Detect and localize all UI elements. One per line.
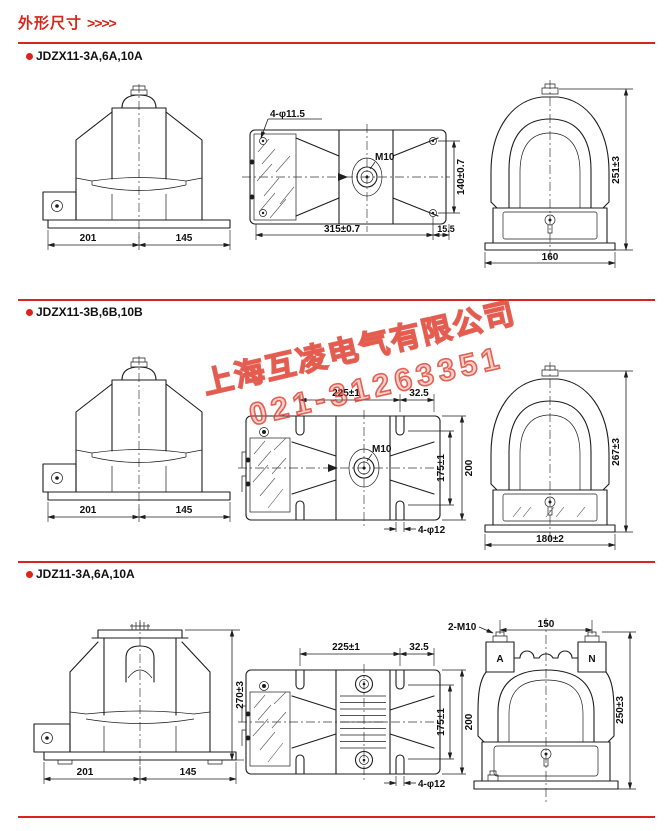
- s2-dim-side-width: 180±2: [536, 534, 564, 545]
- s1-dim-side-width: 160: [542, 252, 559, 263]
- s1-side-view-drawing: 251±3 160: [484, 80, 633, 268]
- s1-dim-edge-offset: 15.5: [437, 224, 455, 234]
- s1-dim-stud: M10: [375, 152, 395, 163]
- s1-dim-width: 315±0.7: [324, 224, 361, 235]
- s1-front-view-drawing: 201 145: [42, 84, 231, 250]
- section-divider: [18, 299, 655, 301]
- page-title: 外形尺寸: [18, 15, 83, 32]
- s2-dim-height: 200: [464, 459, 475, 476]
- header-arrows-icon: >>>>: [87, 15, 117, 31]
- s2-dim-side-height: 267±3: [611, 438, 622, 466]
- page-header: 外形尺寸>>>>: [18, 12, 117, 33]
- s2-dim-slot-offset: 32.5: [409, 388, 429, 399]
- s1-dim-base-right: 145: [176, 233, 193, 244]
- s1-dim-corner-holes: 4-φ11.5: [270, 109, 305, 120]
- s2-side-view-drawing: 267±3 180±2: [484, 362, 633, 550]
- s2-dim-inner-height: 175±1: [436, 454, 447, 482]
- s3-terminal-a-label: A: [496, 654, 503, 665]
- section-1-title: JDZX11-3A,6A,10A: [26, 49, 143, 63]
- s3-dim-height: 200: [464, 713, 475, 730]
- s2-front-view-drawing: 201 145: [42, 356, 231, 522]
- s3-dim-slot-span: 225±1: [332, 642, 360, 653]
- s3-front-view-drawing: 270±3 201 145: [33, 620, 246, 784]
- s3-dim-bolt-span: 150: [538, 619, 555, 630]
- s3-dim-front-height: 270±3: [235, 681, 246, 709]
- header-divider: [18, 42, 655, 44]
- s3-dim-slot-offset: 32.5: [409, 642, 429, 653]
- s2-dim-base-left: 201: [80, 505, 97, 516]
- s1-dim-side-height: 251±3: [611, 156, 622, 184]
- section-3-title: JDZ11-3A,6A,10A: [26, 567, 135, 581]
- s2-top-view-drawing: M10 225±1 32.5 175±1 200 4-φ12: [238, 388, 475, 536]
- section-divider: [18, 561, 655, 563]
- s3-dim-side-height: 250±3: [615, 696, 626, 724]
- flow-arrow-icon: [328, 464, 338, 472]
- s3-dim-bolt-label: 2-M10: [448, 622, 477, 633]
- s3-top-view-drawing: 225±1 32.5 175±1 200 4-φ12: [238, 642, 475, 790]
- bullet-icon: [26, 571, 33, 579]
- s2-dim-stud: M10: [372, 444, 392, 455]
- s2-dim-slot-span: 225±1: [332, 388, 360, 399]
- s1-dim-depth: 140±0.7: [456, 159, 467, 196]
- s3-dim-base-left: 201: [77, 767, 94, 778]
- s1-dim-base-left: 201: [80, 233, 97, 244]
- s3-dim-base-right: 145: [180, 767, 197, 778]
- s3-dim-inner-height: 175±1: [436, 708, 447, 736]
- s3-dim-slot-holes: 4-φ12: [418, 779, 446, 790]
- s3-terminal-n-label: N: [588, 654, 595, 665]
- s2-dim-base-right: 145: [176, 505, 193, 516]
- s2-dim-slot-holes: 4-φ12: [418, 525, 446, 536]
- s3-side-view-drawing: A N 150 2-M10 250±3: [448, 618, 636, 802]
- bullet-icon: [26, 53, 33, 61]
- bullet-icon: [26, 309, 33, 317]
- s1-top-view-drawing: 4-φ11.5 M10 140±0.7 315±0.7 15.5: [242, 109, 467, 240]
- footer-divider: [18, 816, 655, 818]
- section-2-title: JDZX11-3B,6B,10B: [26, 305, 143, 319]
- flow-arrow-icon: [338, 173, 348, 181]
